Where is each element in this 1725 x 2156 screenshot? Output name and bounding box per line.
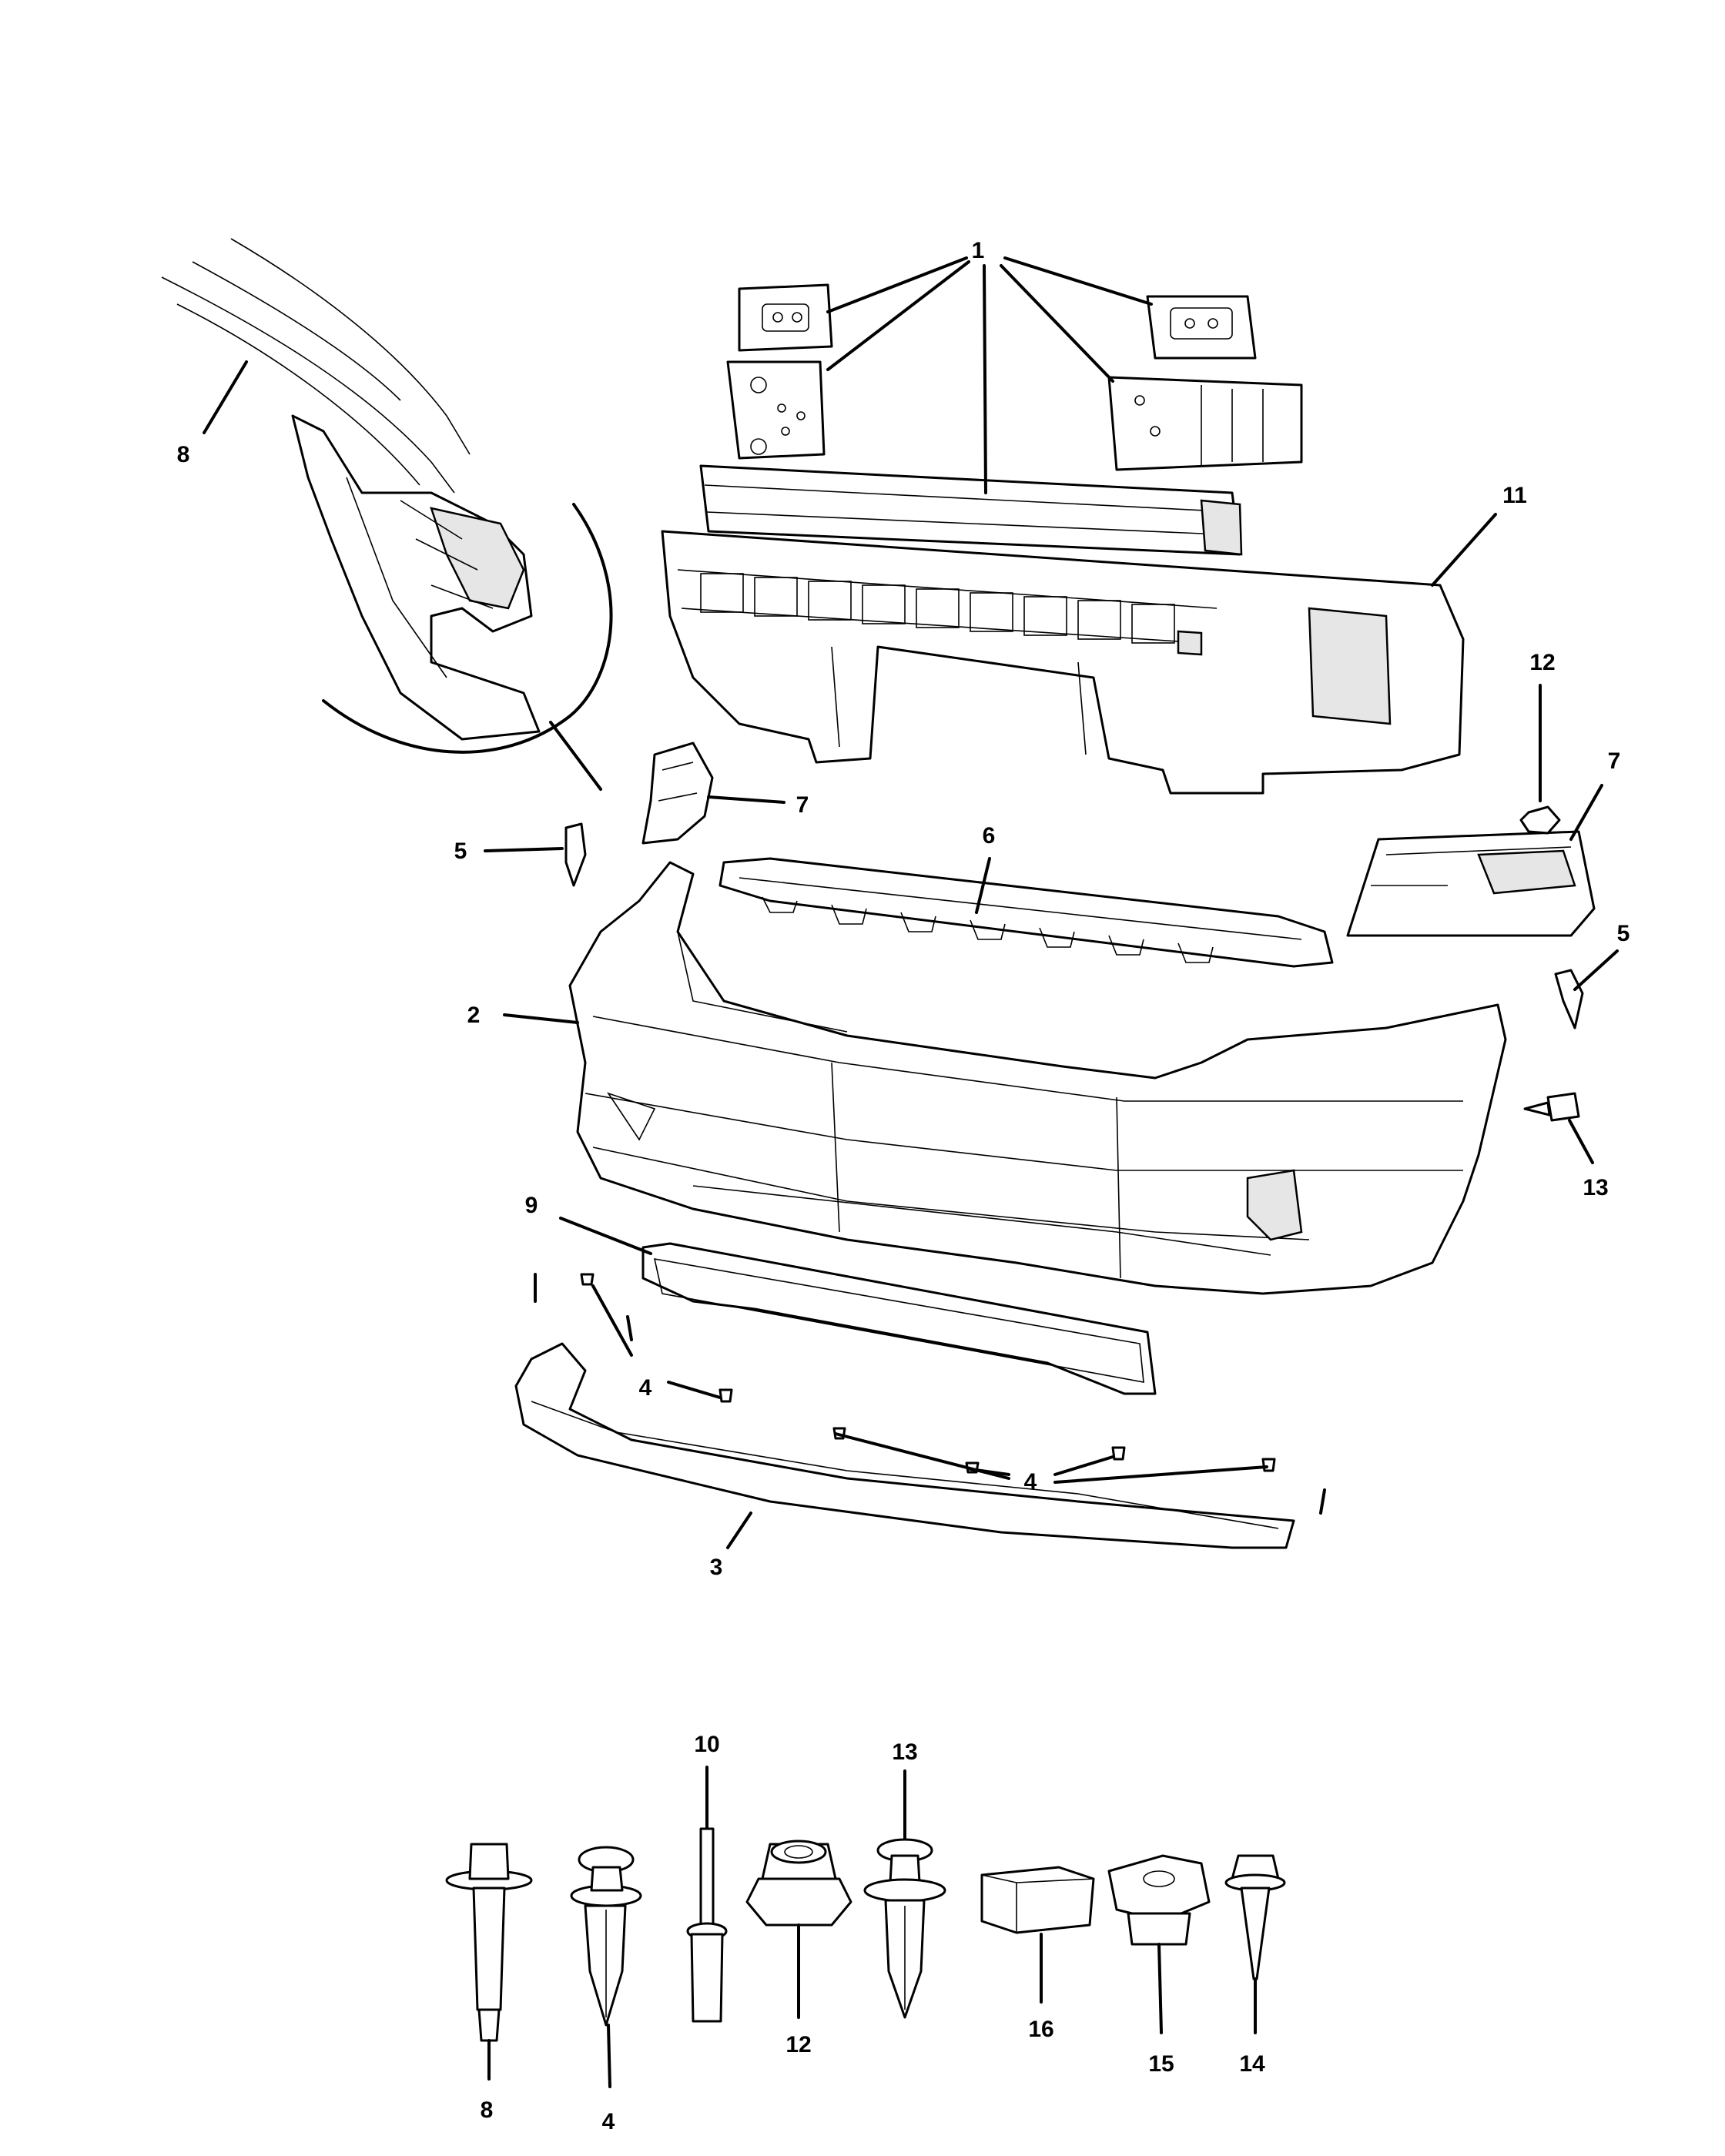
hardware-push-pin-4: 4 (570, 1846, 642, 2134)
hardware-key: 8 4 10 12 (445, 1732, 1286, 2134)
callout-5-left: 5 (454, 839, 467, 864)
callout-12: 12 (1529, 650, 1555, 675)
lower-grille (641, 1242, 1157, 1395)
hardware-label-4: 4 (602, 2109, 615, 2134)
fender-detail-inset (161, 238, 613, 791)
callout-4-left: 4 (639, 1375, 652, 1401)
callout-7-left: 7 (796, 792, 809, 818)
hardware-rivet-10: 10 (686, 1732, 728, 2023)
hardware-flange-nut-12: 12 (745, 1840, 852, 2057)
bumper-fascia (568, 861, 1507, 1295)
callout-4-right: 4 (1024, 1469, 1037, 1495)
energy-absorber-support (661, 530, 1465, 795)
bracket-right (1346, 830, 1596, 937)
callout-5-right: 5 (1617, 921, 1630, 946)
scattered-fasteners (534, 805, 1584, 1515)
callout-7-right: 7 (1608, 748, 1621, 774)
upper-support-bar (718, 857, 1334, 968)
hardware-label-12: 12 (785, 2032, 811, 2057)
callout-2: 2 (467, 1003, 481, 1028)
callout-9: 9 (525, 1193, 538, 1218)
callout-3: 3 (710, 1555, 723, 1580)
hardware-label-10: 10 (694, 1732, 719, 1757)
callout-11: 11 (1502, 483, 1527, 508)
reinforcement-brackets (699, 283, 1303, 556)
hardware-label-8: 8 (481, 2097, 494, 2123)
hardware-screw-14: 14 (1224, 1854, 1286, 2077)
hardware-push-pin-13: 13 (863, 1739, 946, 2019)
hardware-bolt-8: 8 (445, 1843, 533, 2123)
bracket-left (641, 742, 714, 845)
hardware-label-14: 14 (1239, 2051, 1265, 2077)
hardware-label-13: 13 (892, 1739, 917, 1765)
lower-air-dam (514, 1342, 1295, 1549)
hardware-block-16: 16 (980, 1866, 1095, 2042)
leader-lines (203, 256, 1619, 1549)
callout-6: 6 (983, 823, 996, 849)
hardware-label-16: 16 (1028, 2017, 1053, 2042)
callout-labels: 1 8 11 12 7 7 5 6 5 2 13 9 4 4 3 (177, 238, 1630, 1580)
hardware-label-15: 15 (1148, 2051, 1174, 2077)
hardware-j-nut-15: 15 (1107, 1854, 1211, 2077)
callout-1: 1 (972, 238, 985, 263)
callout-13: 13 (1583, 1175, 1608, 1200)
callout-8-fender: 8 (177, 442, 190, 467)
